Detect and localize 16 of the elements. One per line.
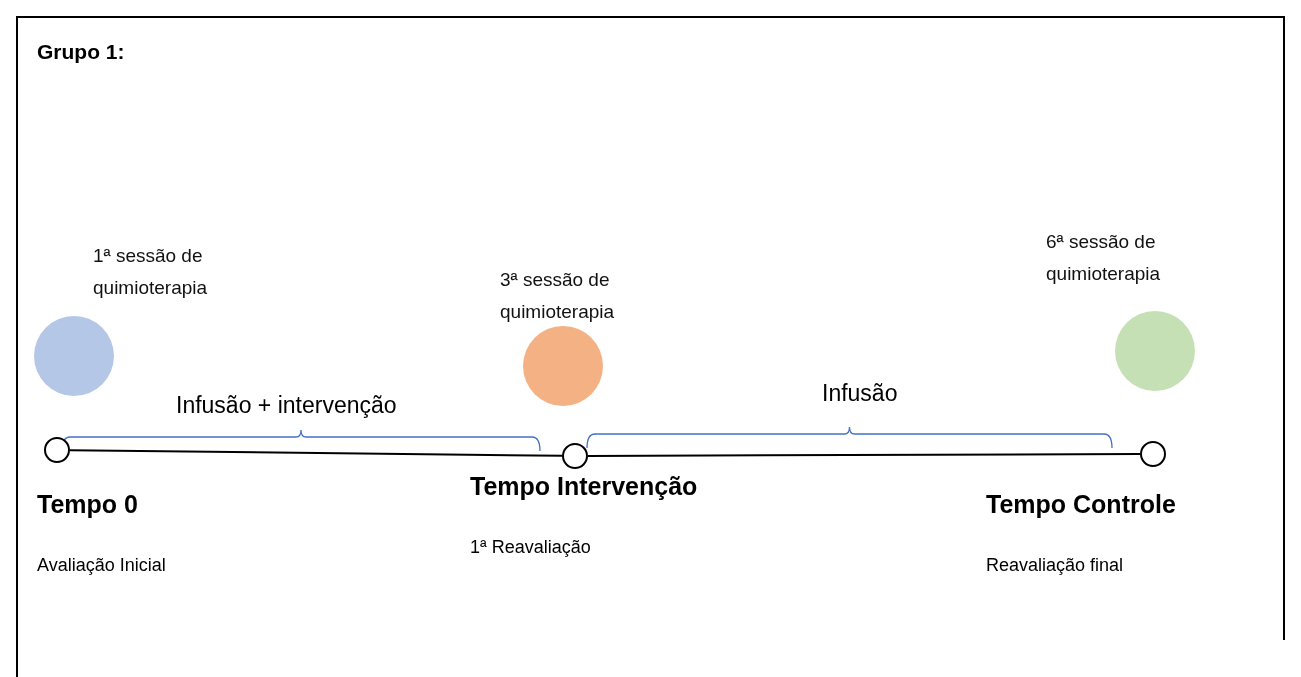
timepoint-title: Tempo 0 bbox=[37, 490, 138, 519]
session-label: 1ª sessão de quimioterapia bbox=[93, 244, 209, 300]
session-label: 6ª sessão de quimioterapia bbox=[1046, 230, 1162, 286]
timepoint-marker bbox=[44, 437, 70, 463]
timepoint-description: Avaliação Inicial bbox=[37, 555, 166, 576]
timepoint-marker bbox=[1140, 441, 1166, 467]
session-label: 3ª sessão de quimioterapia bbox=[500, 268, 616, 324]
title: Grupo 1: bbox=[37, 40, 125, 64]
timepoint-description: 1ª Reavaliação bbox=[470, 537, 591, 558]
timepoint-title: Tempo Controle bbox=[986, 490, 1176, 519]
timepoint-marker bbox=[562, 443, 588, 469]
timepoint-description: Reavaliação final bbox=[986, 555, 1124, 576]
timepoint-title: Tempo Intervenção bbox=[470, 472, 698, 501]
timeline-segment bbox=[587, 453, 1141, 457]
interval-label: Infusão + intervenção bbox=[176, 392, 397, 419]
timeline-segment bbox=[69, 449, 563, 457]
